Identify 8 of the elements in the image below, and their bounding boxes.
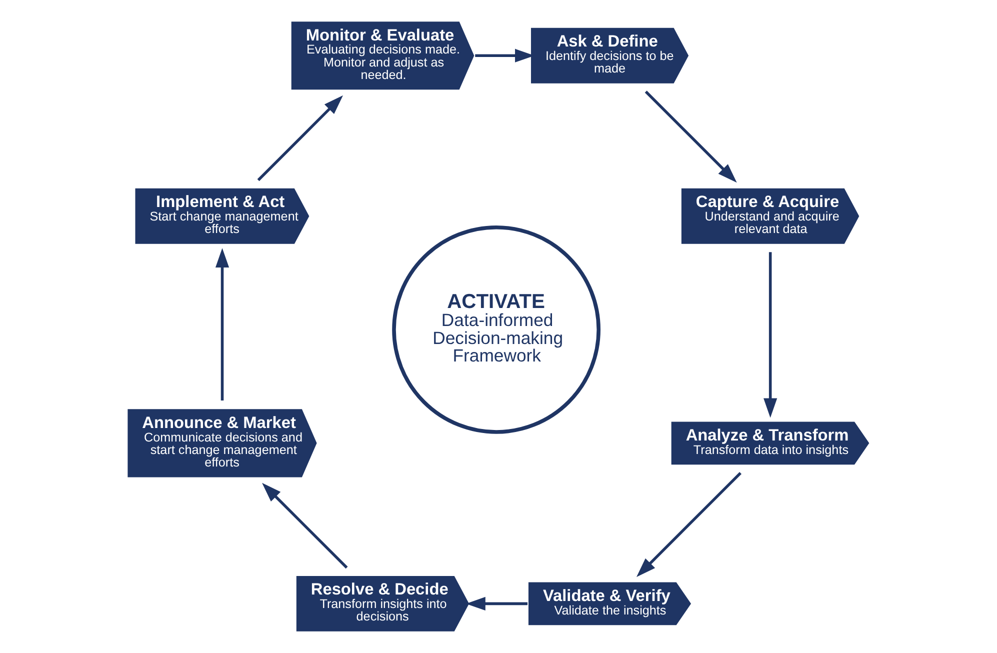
node-circle: ACTIVATE Data-informed Decision-making Framework bbox=[392, 225, 600, 434]
arrow bbox=[257, 95, 344, 182]
arrow bbox=[215, 248, 230, 400]
arrow bbox=[644, 90, 737, 183]
arrow bbox=[262, 482, 348, 569]
arrow bbox=[764, 252, 778, 418]
arrow bbox=[636, 472, 742, 577]
arrow bbox=[466, 596, 528, 610]
